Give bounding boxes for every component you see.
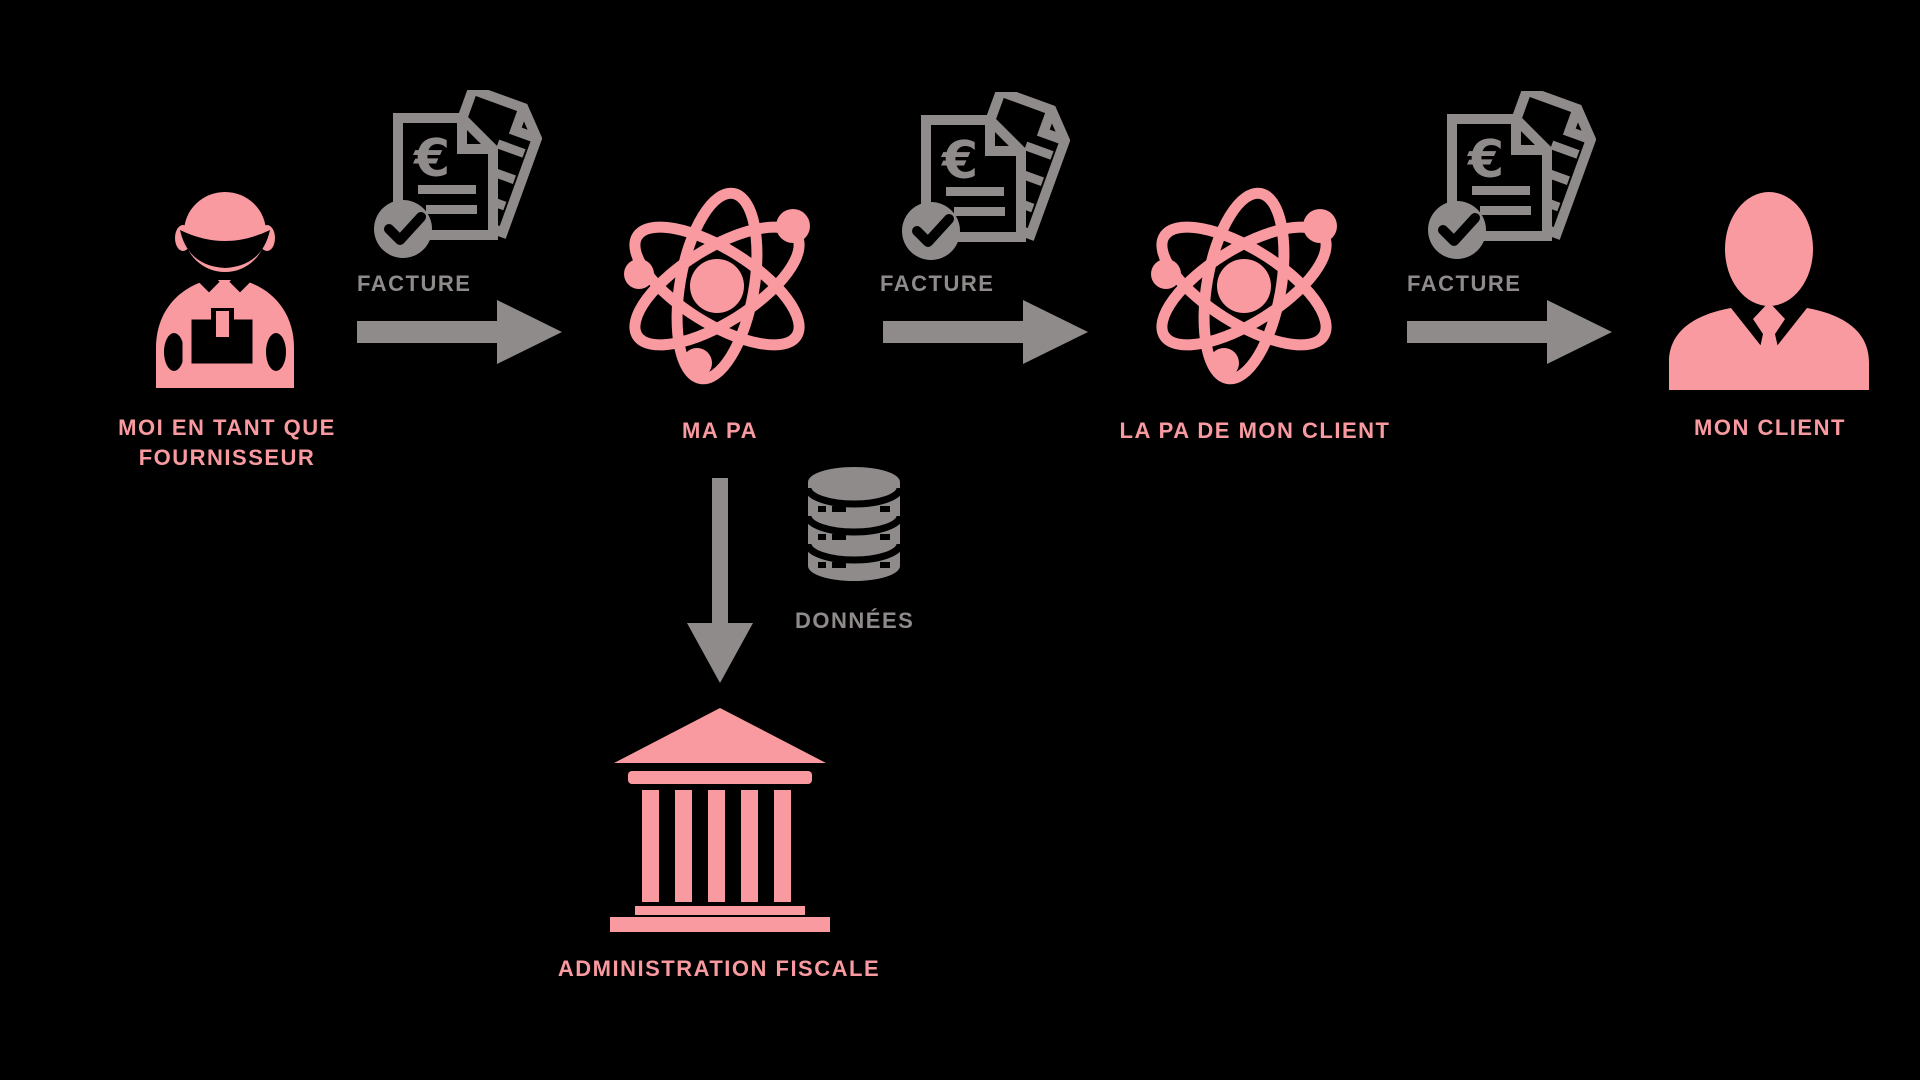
right-arrow-icon	[1407, 300, 1612, 364]
atom-icon	[616, 186, 818, 386]
invoice-check-icon	[1426, 91, 1596, 261]
invoice-check-icon	[900, 92, 1070, 262]
invoice-1-label: FACTURE	[357, 271, 472, 296]
invoice-check-icon	[372, 90, 542, 260]
supplier-label-line2: FOURNISSEUR	[138, 445, 316, 470]
bank-icon	[608, 708, 832, 932]
atom-icon	[1144, 186, 1344, 386]
invoice-3-label: FACTURE	[1407, 271, 1522, 296]
client-label: MON CLIENT	[1694, 415, 1846, 440]
ma-pa-label: MA PA	[682, 418, 758, 443]
delivery-person-icon	[150, 190, 300, 388]
supplier-label: MOI EN TANT QUE FOURNISSEUR	[67, 413, 387, 473]
businessman-icon	[1665, 190, 1870, 390]
client-pa-label: LA PA DE MON CLIENT	[1119, 418, 1391, 443]
tax-administration-label: ADMINISTRATION FISCALE	[557, 956, 881, 981]
down-arrow-icon	[687, 478, 753, 683]
right-arrow-icon	[357, 300, 562, 364]
right-arrow-icon	[883, 300, 1088, 364]
data-flow-label: DONNÉES	[795, 608, 915, 633]
database-icon	[806, 466, 902, 582]
supplier-label-line1: MOI EN TANT QUE	[118, 415, 336, 440]
invoice-2-label: FACTURE	[880, 271, 995, 296]
